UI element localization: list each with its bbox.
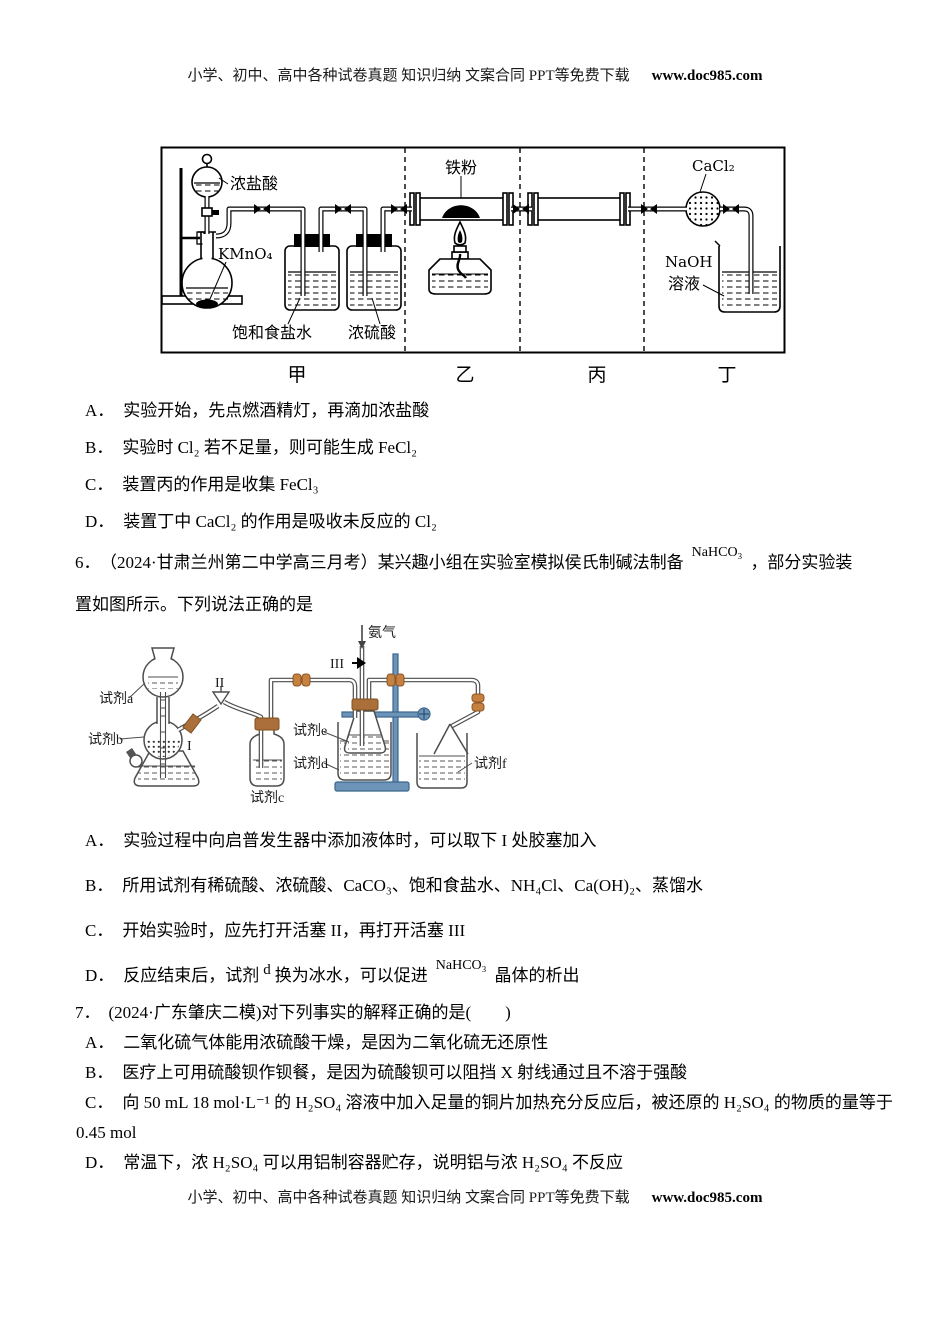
apparatus-frame [160, 146, 786, 354]
q5-apparatus-svg: 浓盐酸 KMnO₄ 饱和食盐水 浓硫酸 铁粉 CaCl₂ NaOH 溶液 甲 乙… [160, 146, 786, 386]
q5-option-c: C．装置丙的作用是收集 FeCl₃ [85, 475, 319, 494]
funnel-stem [201, 196, 219, 234]
q6-formula-nahco3: NaHCO₃ [691, 545, 743, 560]
section-labels: 甲 乙 丙 丁 [287, 365, 736, 386]
dropping-funnel [191, 153, 223, 198]
label-ammonia: 氨气 [368, 625, 396, 641]
header-text: 小学、初中、高中各种试卷真题 知识归纳 文案合同 PPT等免费下载 [187, 68, 630, 84]
q6-d-reagent-sup: d [263, 962, 271, 978]
page-header: 小学、初中、高中各种试卷真题 知识归纳 文案合同 PPT等免费下载 www.doc… [0, 64, 950, 85]
label-reagent-f: 试剂f [474, 756, 507, 772]
tube-connectors [254, 204, 739, 214]
label-jia: 甲 [287, 365, 306, 386]
q5-options: A．实验开始，先点燃酒精灯，再滴加浓盐酸 B．实验时 Cl₂ 若不足量，则可能生… [85, 392, 895, 540]
beaker-f [416, 733, 468, 789]
q6-stem-line1: 6．（2024·甘肃兰州第二中学高三月考）某兴趣小组在实验室模拟侯氏制碱法制备N… [75, 545, 890, 578]
label-naoh: NaOH [665, 253, 712, 271]
inverted-funnel [433, 723, 469, 755]
naoh-beaker [714, 240, 781, 313]
round-flask [181, 231, 233, 309]
q6-options: A．实验过程中向启普发生器中添加液体时，可以取下 I 处胶塞加入 B．所用试剂有… [85, 818, 895, 998]
label-brine: 饱和食盐水 [232, 324, 312, 342]
header-url: www.doc985.com [651, 68, 763, 84]
q6-apparatus-svg: 试剂a 试剂b I II III 氨气 试剂c 试剂e 试剂d 试剂f [88, 625, 507, 806]
label-valve-II: II [215, 676, 225, 691]
q5-option-a: A．实验开始，先点燃酒精灯，再滴加浓盐酸 [85, 401, 430, 420]
label-reagent-a: 试剂a [99, 691, 134, 707]
label-valve-III: III [330, 657, 344, 672]
q6-stem-line2: 置如图所示。下列说法正确的是 [75, 595, 313, 614]
stoppers [182, 698, 379, 734]
washing-bottle-brine [284, 234, 340, 311]
diagram1-labels: 浓盐酸 KMnO₄ 饱和食盐水 浓硫酸 铁粉 CaCl₂ NaOH 溶液 [209, 157, 735, 342]
label-kmno4: KMnO₄ [218, 245, 273, 263]
collection-tube [527, 192, 631, 226]
label-reagent-b: 试剂b [88, 732, 123, 748]
q5-apparatus-diagram: 浓盐酸 KMnO₄ 饱和食盐水 浓硫酸 铁粉 CaCl₂ NaOH 溶液 甲 乙… [160, 146, 788, 403]
q7-option-a: A．二氧化硫气体能用浓硫酸干燥，是因为二氧化硫无还原性 [85, 1033, 549, 1052]
q7-number: 7． [75, 1003, 101, 1022]
q6-number: 6． [75, 553, 101, 572]
label-cacl2: CaCl₂ [692, 157, 735, 175]
q7-option-b: B．医疗上可用硫酸钡作钡餐，是因为硫酸钡可以阻挡 X 射线通过且不溶于强酸 [85, 1063, 688, 1082]
stopcock-III [352, 657, 366, 669]
q5-option-d: D．装置丁中 CaCl₂ 的作用是吸收未反应的 Cl₂ [85, 512, 437, 531]
inner-flask-e [343, 710, 387, 754]
label-conc-h2so4: 浓硫酸 [348, 324, 396, 342]
q6-apparatus-diagram: 试剂a 试剂b I II III 氨气 试剂c 试剂e 试剂d 试剂f [72, 620, 520, 821]
diagram2-labels: 试剂a 试剂b I II III 氨气 试剂c 试剂e 试剂d 试剂f [88, 625, 507, 806]
rubber-connectors [292, 673, 485, 712]
label-reagent-c: 试剂c [250, 790, 284, 806]
q7-stem: 7．(2024·广东肇庆二模)对下列事实的解释正确的是( ) [75, 1003, 511, 1022]
q6-option-a: A．实验过程中向启普发生器中添加液体时，可以取下 I 处胶塞加入 [85, 831, 597, 850]
q7-option-c: C．向 50 mL 18 mol·L⁻¹ 的 H₂SO₄ 溶液中加入足量的铜片加… [85, 1093, 893, 1112]
cacl2-bulb [685, 191, 721, 227]
footer-text: 小学、初中、高中各种试卷真题 知识归纳 文案合同 PPT等免费下载 [187, 1190, 630, 1206]
label-solution: 溶液 [668, 275, 700, 293]
alcohol-lamp [428, 220, 492, 295]
label-plug-I: I [187, 739, 192, 754]
bottle-c [249, 729, 285, 787]
label-bing: 丙 [587, 365, 606, 386]
q7-options: A．二氧化硫气体能用浓硫酸干燥，是因为二氧化硫无还原性 B．医疗上可用硫酸钡作钡… [76, 1028, 895, 1178]
q5-option-b: B．实验时 Cl₂ 若不足量，则可能生成 FeCl₂ [85, 438, 418, 457]
bottle-c-stopper [254, 717, 280, 731]
stopcock-II [211, 686, 231, 706]
washing-bottle-h2so4 [346, 234, 402, 311]
q6-option-b: B．所用试剂有稀硫酸、浓硫酸、CaCO₃、饱和食盐水、NH₄Cl、Ca(OH)₂… [85, 876, 703, 895]
ammonia-arrow [358, 625, 366, 649]
footer-url: www.doc985.com [651, 1190, 763, 1206]
q7-option-d: D．常温下，浓 H₂SO₄ 可以用铝制容器贮存，说明铝与浓 H₂SO₄ 不反应 [85, 1153, 624, 1172]
side-stopper-I [182, 713, 202, 734]
q6-option-c: C．开始实验时，应先打开活塞 II，再打开活塞 III [85, 921, 466, 940]
label-conc-hcl: 浓盐酸 [230, 175, 278, 193]
label-iron-powder: 铁粉 [445, 159, 477, 177]
label-yi: 乙 [455, 365, 474, 386]
page-footer: 小学、初中、高中各种试卷真题 知识归纳 文案合同 PPT等免费下载 www.doc… [0, 1186, 950, 1207]
kipp-generator [126, 647, 200, 787]
stand [334, 653, 431, 792]
flask-e-stopper [351, 698, 379, 711]
q6-d-formula: NaHCO₃ [435, 958, 487, 973]
label-reagent-e: 试剂e [293, 723, 327, 739]
q7-option-c-line2: 0.45 mol [76, 1123, 137, 1142]
label-ding: 丁 [717, 365, 736, 386]
label-reagent-d: 试剂d [293, 756, 328, 772]
